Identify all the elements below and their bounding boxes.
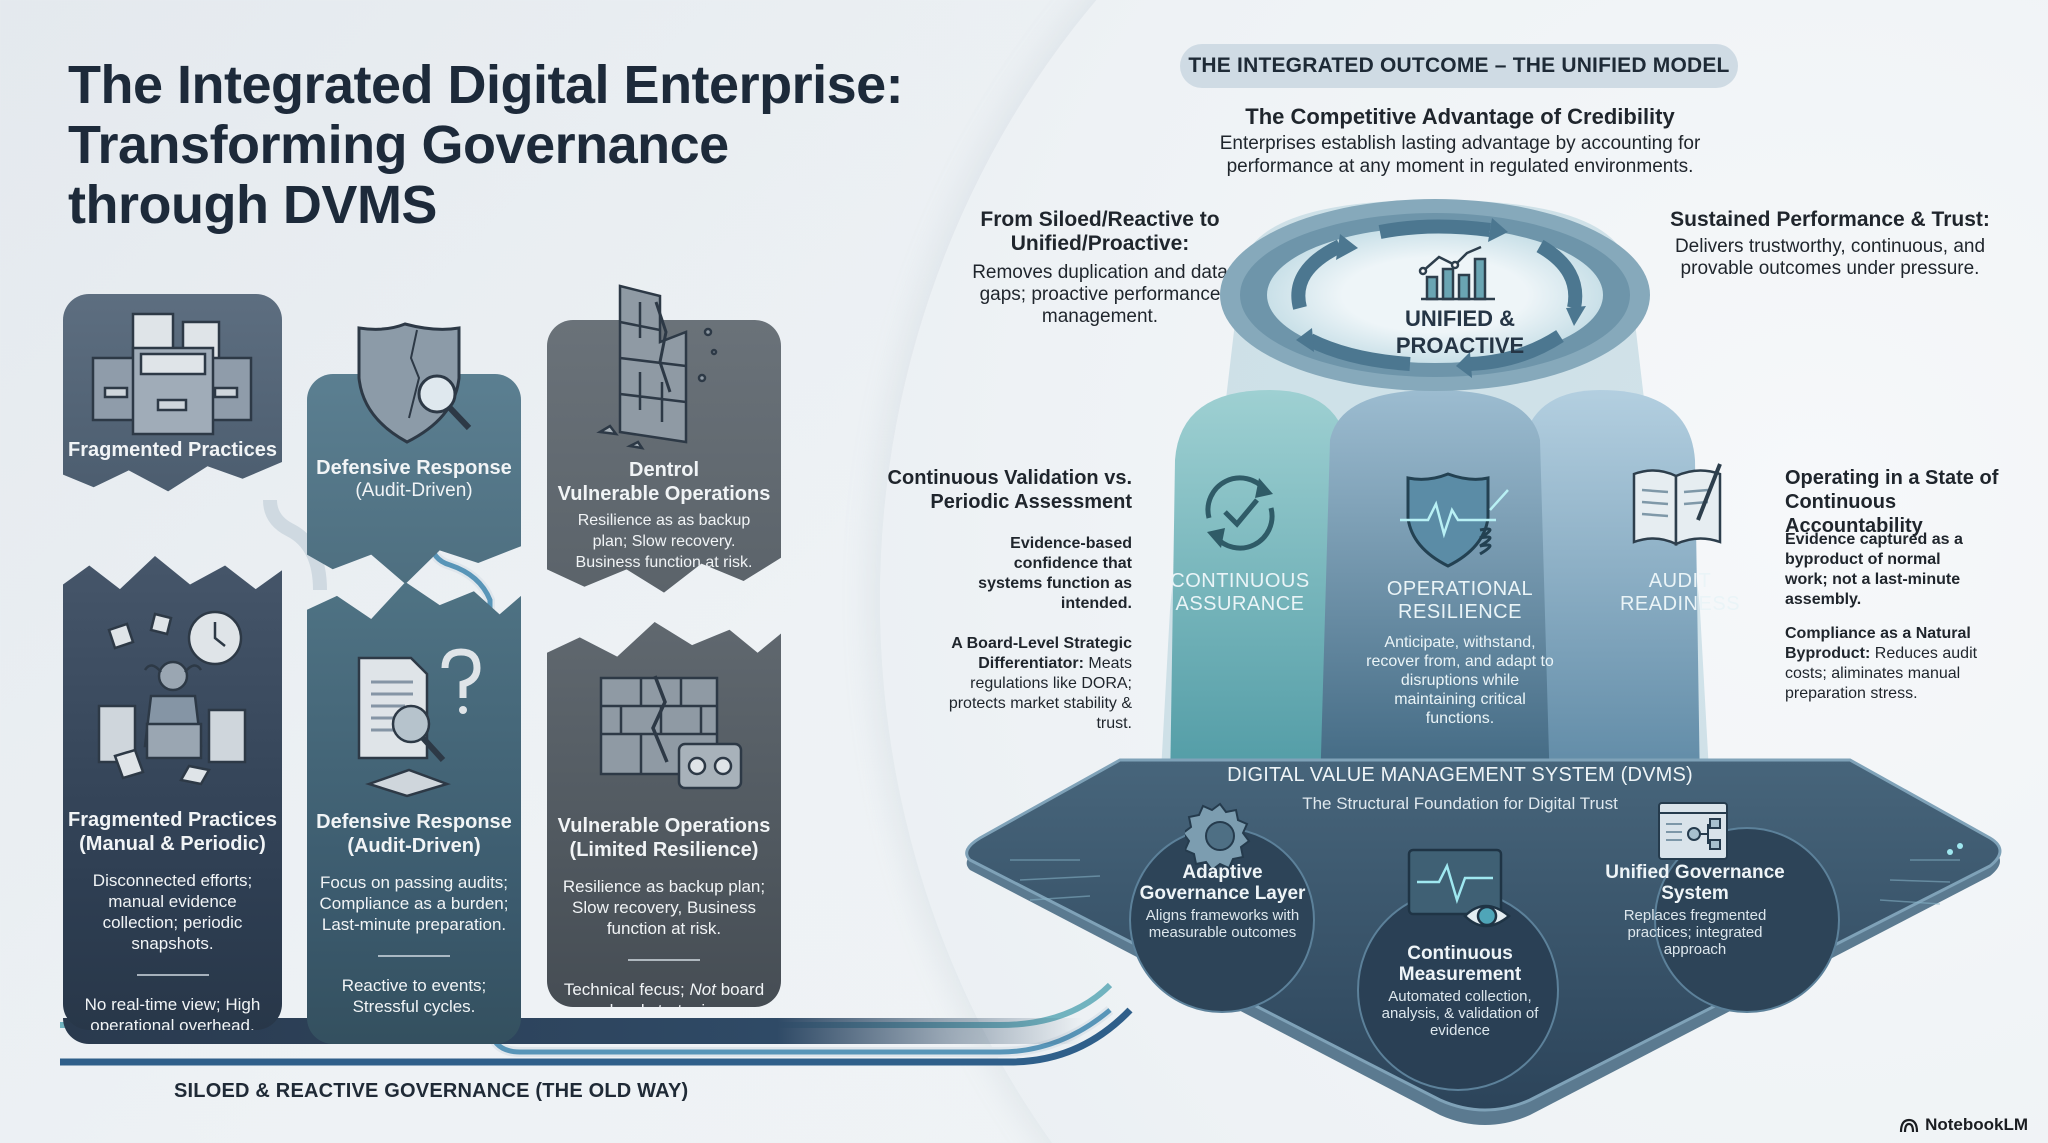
fragmented-subheading: (Manual & Periodic) [79,833,266,855]
defensive-top-sub: (Audit-Driven) [355,480,473,501]
document-search-question-icon [357,648,481,798]
pillar-continuous-assurance-label: CONTINUOUS ASSURANCE [1170,570,1310,615]
defensive-top-label: Defensive Response [316,457,512,479]
headline-description: Enterprises establish lasting advantage … [1219,133,1701,177]
right-mid-point2: Compliance as a Natural Byproduct: Reduc… [1785,625,1978,702]
vulnerable-description: Resilience as backup plan; Slow recovery… [562,877,766,938]
left-mid-point2: A Board-Level Strategic Differentiator: … [948,635,1132,732]
notebooklm-logo-icon [1899,1118,1919,1133]
left-top-desc: Removes duplication and data gaps; proac… [972,262,1228,327]
unified-model-pill: THE INTEGRATED OUTCOME – THE UNIFIED MOD… [1180,44,1738,88]
right-top-desc: Delivers trustworthy, continuous, and pr… [1674,236,1986,279]
divider [628,959,700,961]
vulnerable-top-label: Dentrol [629,459,699,481]
stressed-worker-icon [97,610,247,786]
filing-cabinets-icon [91,312,253,436]
vulnerable-top-desc: Resilience as as backup plan; Slow recov… [575,512,753,571]
pillar-operational-resilience-desc: Anticipate, withstand, recover from, and… [1366,634,1554,727]
component-continuous-measurement: Continuous Measurement Automated collect… [1381,943,1539,1039]
left-mid-point1: Evidence-based confidence that systems f… [978,535,1132,612]
defensive-impact: Reactive to events; Stressful cycles. [341,976,487,1016]
defensive-heading: Defensive Response [316,811,512,833]
right-top-title: Sustained Performance & Trust: [1670,208,1990,231]
window-flowchart-icon [1658,802,1728,860]
card-defensive-response: Defensive Response (Audit-Driven) Focus … [307,582,521,1044]
open-book-pen-icon [1632,463,1722,547]
right-mid-point1: Evidence captured as a byproduct of norm… [1785,531,1963,608]
component-unified-governance: Unified Governance System Replaces fregm… [1605,862,1785,958]
card-fragmented-practices: Fragmented Practices (Manual & Periodic)… [63,556,282,1030]
monitor-eye-icon [1407,848,1511,928]
fragmented-heading: Fragmented Practices [68,809,277,831]
gear-tools-icon [1185,802,1251,870]
right-mid-title: Operating in a State of Continuous Accou… [1785,467,1999,537]
left-top-title: From Siloed/Reactive to Unified/Proactiv… [980,208,1220,255]
pillar-audit-readiness-label: AUDIT READINESS [1619,570,1741,615]
broken-wall-tape-icon [599,675,743,790]
cracked-shield-magnifier-icon [357,322,472,444]
divider [378,955,450,957]
card-fragmented-top: Fragmented Practices [63,294,282,492]
defensive-description: Focus on passing audits; Compliance as a… [319,873,509,934]
crumbling-wall-icon [596,284,718,450]
vulnerable-top-sub: Vulnerable Operations [557,483,771,505]
vulnerable-impact: Technical fecus; Not board level strateg… [563,980,765,1007]
growth-chart-icon [1418,245,1495,301]
fragmented-impact: No real-time view; High operational over… [84,995,261,1030]
vulnerable-heading: Vulnerable Operations [557,815,771,837]
center-cycle-label: UNIFIED & PROACTIVE [1395,306,1525,358]
old-way-section-label: SILOED & REACTIVE GOVERNANCE (THE OLD WA… [174,1080,689,1102]
fragmented-description: Disconnected efforts; manual evidence co… [92,871,253,953]
divider [136,974,209,976]
fragmented-top-label: Fragmented Practices [68,439,277,461]
cycle-check-icon [1205,475,1275,551]
shield-pulse-spring-icon [1400,472,1509,568]
headline: The Competitive Advantage of Credibility [1245,104,1675,129]
left-mid-title: Continuous Validation vs. Periodic Asses… [887,467,1132,513]
platform-subtitle: The Structural Foundation for Digital Tr… [1302,794,1618,813]
platform-title: DIGITAL VALUE MANAGEMENT SYSTEM (DVMS) [1227,764,1693,786]
vulnerable-subheading: (Limited Resilience) [569,839,759,861]
card-vulnerable-operations: Vulnerable Operations (Limited Resilienc… [547,622,781,1007]
defensive-subheading: (Audit-Driven) [347,835,481,857]
pillar-operational-resilience-label: OPERATIONAL RESILIENCE [1386,578,1534,623]
notebooklm-brand: NotebookLM [1899,1115,2028,1135]
page-title: The Integrated Digital Enterprise: Trans… [68,55,904,235]
component-adaptive-governance: Adaptive Governance Layer Aligns framewo… [1139,862,1306,941]
